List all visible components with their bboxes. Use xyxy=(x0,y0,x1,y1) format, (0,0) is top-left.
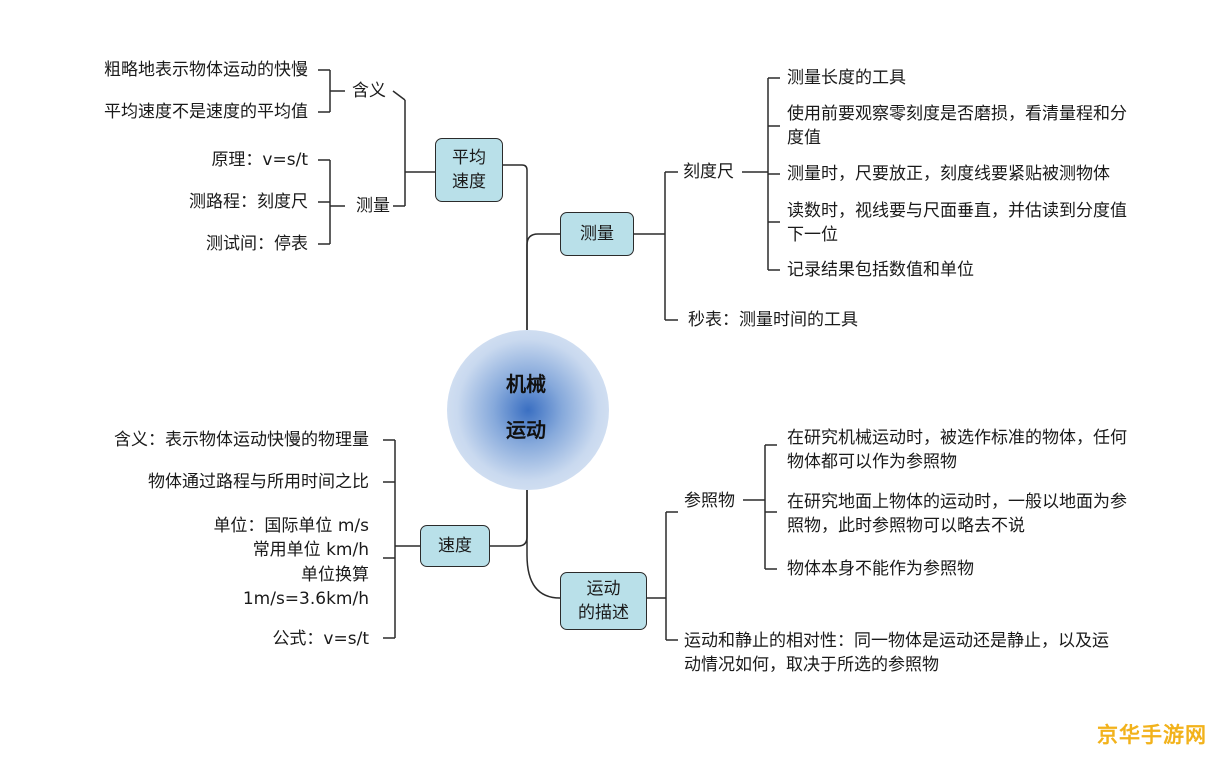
speed-item: 单位换算 xyxy=(301,565,369,585)
avg-speed-meaning-item: 平均速度不是速度的平均值 xyxy=(104,102,308,122)
avg-speed-measure-item: 原理：v=s/t xyxy=(211,150,308,170)
reference-item: 物体都可以作为参照物 xyxy=(787,452,957,472)
connector-avg-speed-branches xyxy=(392,90,406,207)
watermark-logo: 京华手游网 xyxy=(1097,723,1207,747)
ruler-item: 度值 xyxy=(787,128,821,148)
reference-item: 在研究机械运动时，被选作标准的物体，任何 xyxy=(787,428,1127,448)
avg-speed-meaning-item: 粗略地表示物体运动的快慢 xyxy=(104,60,308,80)
speed-item: 公式：v=s/t xyxy=(272,629,369,649)
speed-node: 速度 xyxy=(420,525,490,567)
avg-speed-label-line2: 速度 xyxy=(452,172,486,192)
relativity-text: 运动和静止的相对性：同一物体是运动还是静止，以及运 xyxy=(684,631,1109,651)
ruler-item: 测量长度的工具 xyxy=(787,68,906,88)
speed-item: 物体通过路程与所用时间之比 xyxy=(148,472,369,492)
connector-center-to-motion-desc xyxy=(526,490,561,599)
motion-description-label-line1: 运动 xyxy=(586,579,621,599)
ruler-item: 使用前要观察零刻度是否磨损，看清量程和分 xyxy=(787,104,1127,124)
connector-reference-branches xyxy=(765,444,777,570)
avg-speed-measure-item: 测试间：停表 xyxy=(206,234,308,254)
connector-center-to-speed xyxy=(490,490,528,547)
connector-measurement-branches xyxy=(665,171,678,321)
connector-motion-desc-bracket xyxy=(647,512,667,640)
connector-reference-bracket xyxy=(743,445,766,569)
ruler-item: 下一位 xyxy=(787,225,838,245)
reference-item: 物体本身不能作为参照物 xyxy=(787,559,974,579)
connector-meaning-bracket xyxy=(318,69,345,113)
relativity-text: 动情况如何，取决于所选的参照物 xyxy=(684,655,939,675)
central-topic-line1: 机械 xyxy=(506,372,546,396)
speed-item: 单位：国际单位 m/s xyxy=(213,516,369,536)
reference-label: 参照物 xyxy=(684,491,735,511)
avg-speed-meaning-label: 含义 xyxy=(352,81,386,101)
reference-item: 在研究地面上物体的运动时，一般以地面为参 xyxy=(787,492,1127,512)
stopwatch-label: 秒表：测量时间的工具 xyxy=(688,310,858,330)
avg-speed-measure-item: 测路程：刻度尺 xyxy=(189,192,308,212)
speed-item: 含义：表示物体运动快慢的物理量 xyxy=(114,430,369,450)
speed-label: 速度 xyxy=(438,536,472,556)
avg-speed-node: 平均 速度 xyxy=(435,138,503,202)
connector-speed-bracket xyxy=(394,440,420,638)
avg-speed-label-line1: 平均 xyxy=(452,148,486,168)
connector-center-to-avg-speed xyxy=(503,164,528,330)
ruler-item: 读数时，视线要与尺面垂直，并估读到分度值 xyxy=(787,201,1127,221)
connector-center-to-measurement xyxy=(526,233,560,330)
ruler-item: 记录结果包括数值和单位 xyxy=(787,260,974,280)
measurement-node: 测量 xyxy=(560,212,634,256)
connector-measure-bracket xyxy=(318,159,345,245)
measurement-label: 测量 xyxy=(580,224,614,244)
connector-speed-branches xyxy=(383,439,395,639)
motion-description-node: 运动 的描述 xyxy=(560,572,647,630)
connector-measurement-bracket xyxy=(634,172,666,320)
connector-motion-desc-branches xyxy=(666,511,678,641)
central-topic-line2: 运动 xyxy=(506,418,546,442)
motion-description-label-line2: 的描述 xyxy=(578,603,629,623)
reference-item: 照物，此时参照物可以略去不说 xyxy=(787,516,1025,536)
speed-item: 1m/s=3.6km/h xyxy=(242,589,369,609)
ruler-label: 刻度尺 xyxy=(683,162,734,182)
ruler-item: 测量时，尺要放正，刻度线要紧贴被测物体 xyxy=(787,164,1110,184)
central-topic-node xyxy=(447,330,609,490)
connector-ruler-bracket xyxy=(742,78,769,270)
speed-item: 常用单位 km/h xyxy=(252,540,369,560)
connector-ruler-branches xyxy=(768,77,780,271)
avg-speed-measure-label: 测量 xyxy=(356,196,390,216)
